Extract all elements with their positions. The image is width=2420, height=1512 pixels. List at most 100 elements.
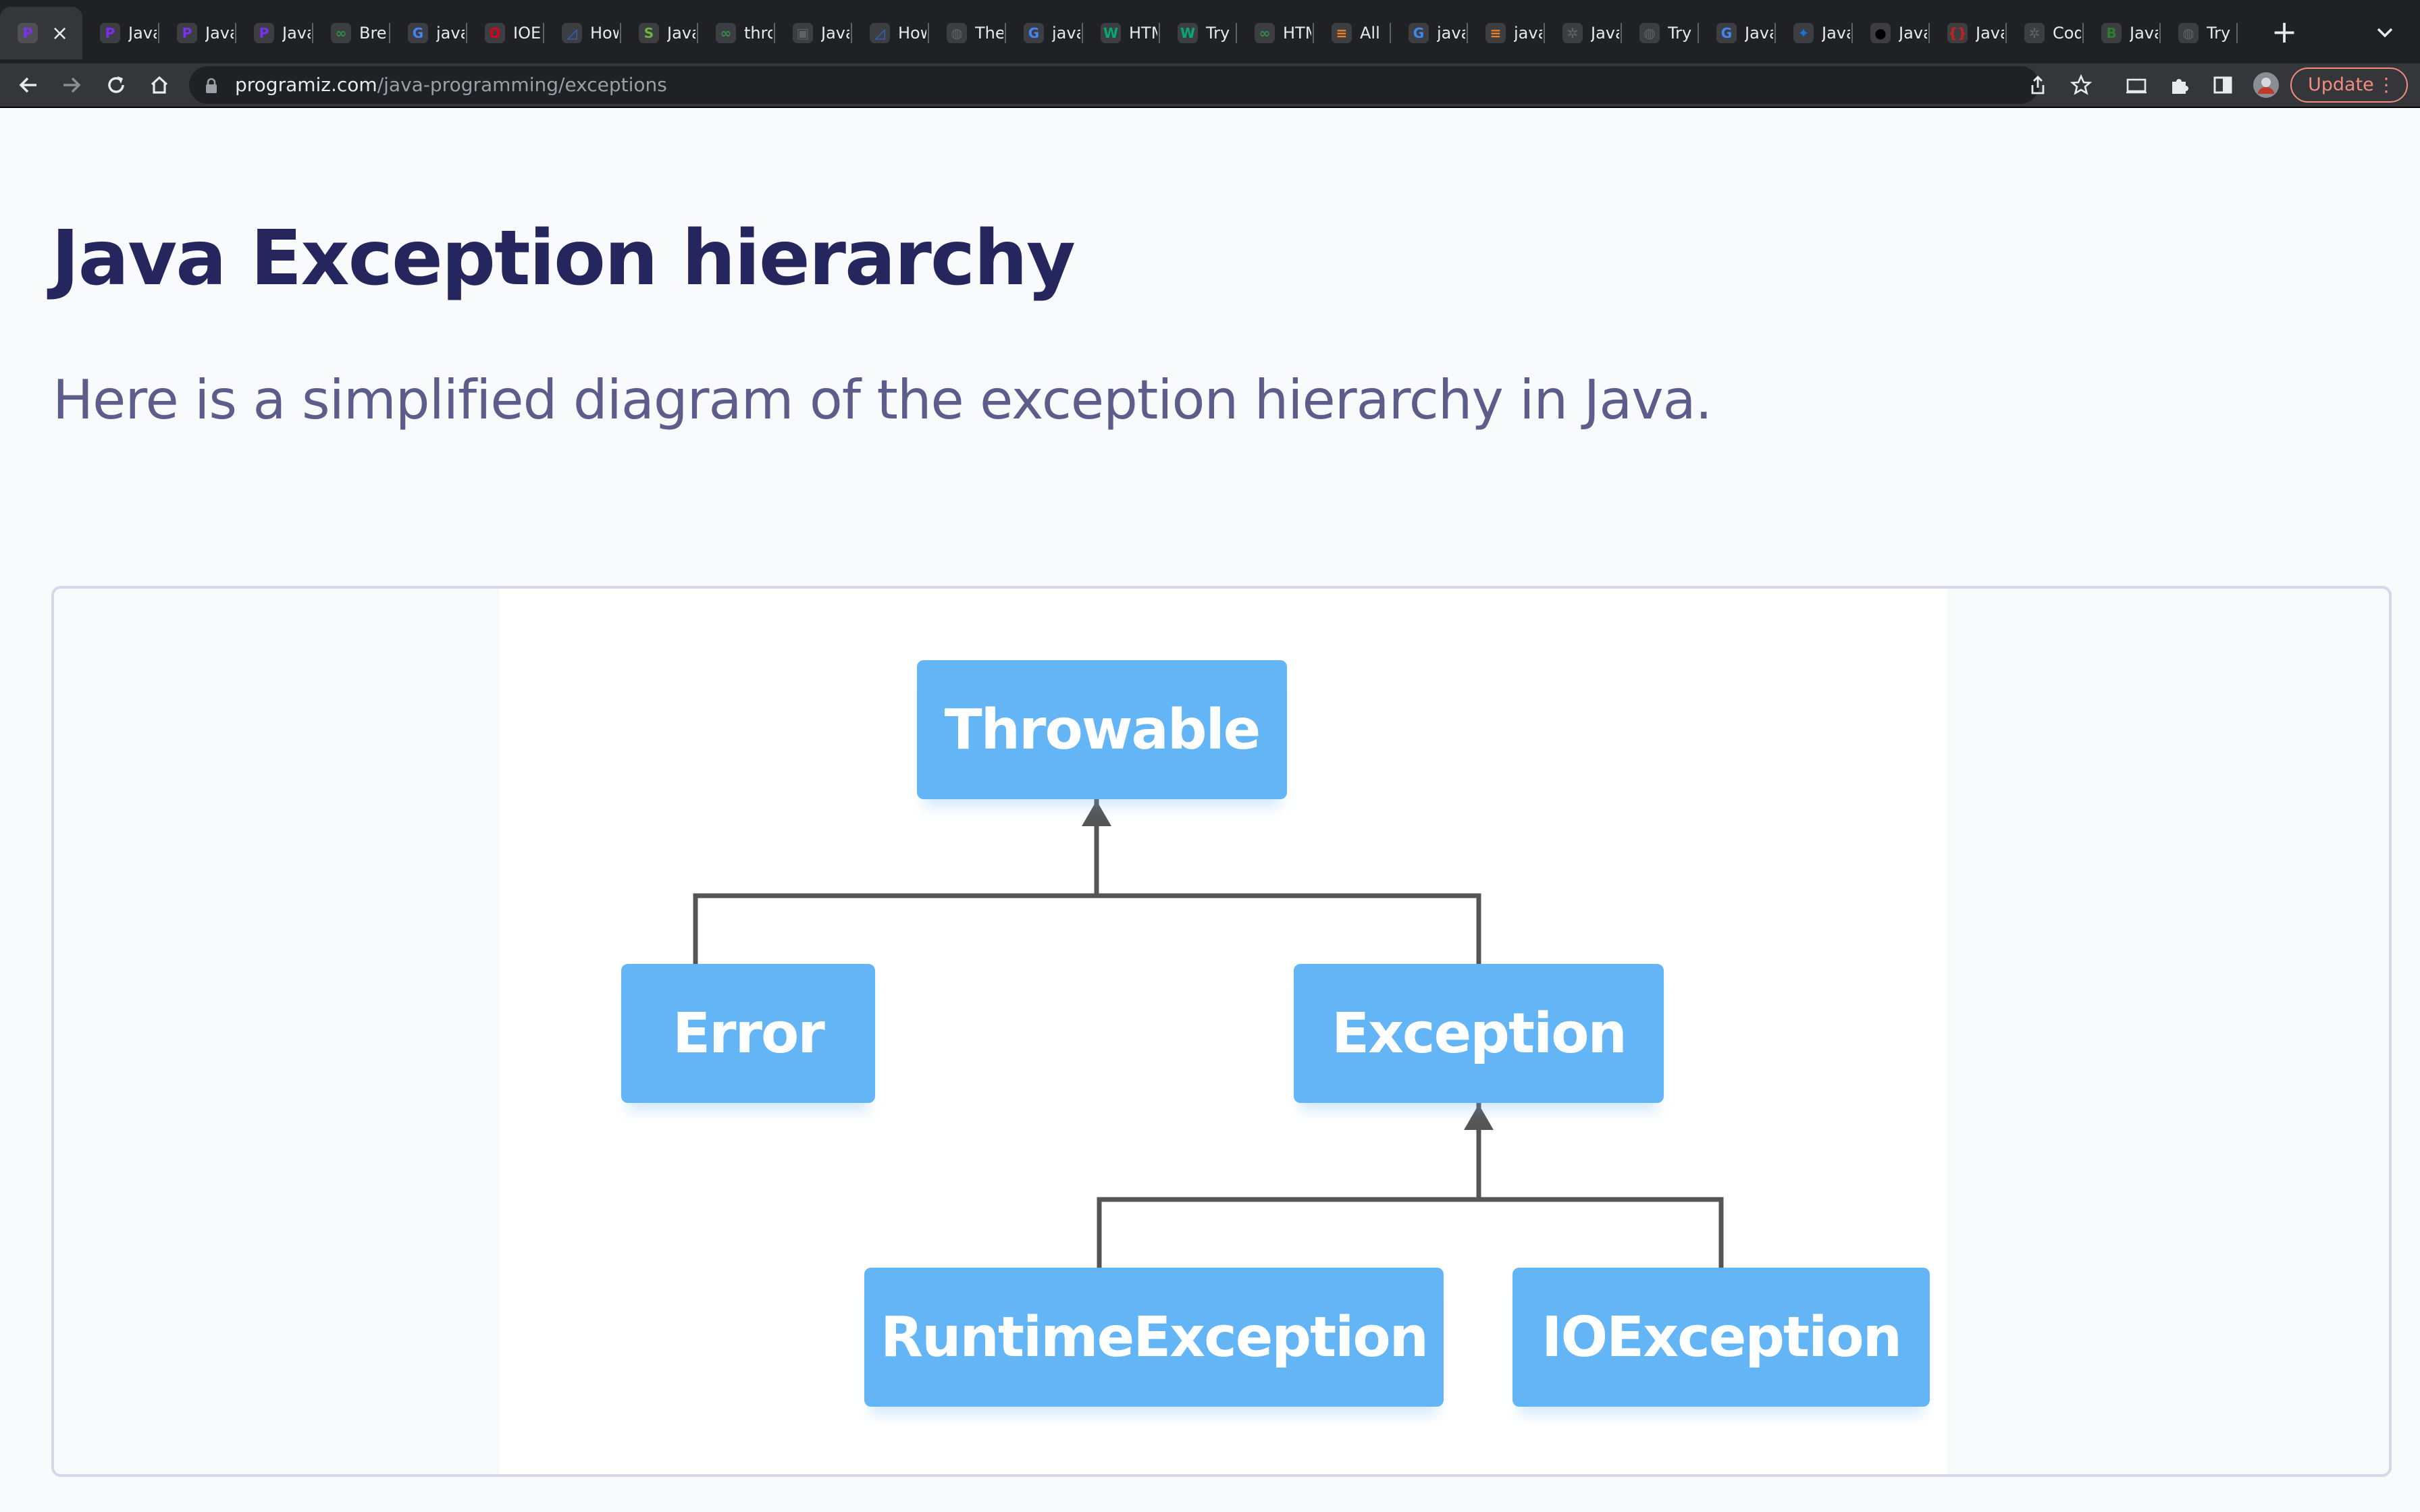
side-panel-button[interactable] <box>2209 72 2236 99</box>
b-icon: B <box>2101 23 2122 43</box>
tab-title: Java <box>128 24 157 43</box>
w3schools-icon: W <box>1101 23 1121 43</box>
javatpoint-icon: ◿ <box>562 23 582 43</box>
arrow-left-icon <box>19 77 36 93</box>
browser-tab[interactable]: Gjava <box>1391 7 1468 59</box>
tab-title: Try <box>1668 24 1692 43</box>
browser-tab[interactable]: PJava× <box>0 7 82 59</box>
new-tab-button[interactable]: + <box>2271 14 2298 50</box>
programiz-icon: P <box>254 23 274 43</box>
google-icon: G <box>1716 23 1737 43</box>
browser-tab[interactable]: G Java <box>1699 7 1776 59</box>
browser-tab[interactable]: {} Java <box>1930 7 2007 59</box>
browser-tab[interactable]: ▣Java <box>775 7 852 59</box>
browser-tab[interactable]: PJava <box>236 7 313 59</box>
tab-title: java <box>1052 24 1080 43</box>
tab-title: Java <box>1976 24 2004 43</box>
home-button[interactable] <box>143 69 176 101</box>
extensions-button[interactable] <box>2166 72 2193 99</box>
browser-tab[interactable]: ∞throw <box>698 7 775 59</box>
address-bar[interactable]: programiz.com/java-programming/exception… <box>189 66 2039 104</box>
browser-tab[interactable]: PJava <box>159 7 236 59</box>
arrow-right-icon <box>63 77 81 93</box>
tab-title: Try <box>2207 24 2231 43</box>
back-button[interactable] <box>12 69 45 101</box>
browser-tab[interactable]: P Java <box>82 7 159 59</box>
browser-tab[interactable]: BJava <box>2084 7 2161 59</box>
browser-tab[interactable]: ◍The <box>929 7 1006 59</box>
update-button[interactable]: Update ⋮ <box>2290 68 2408 103</box>
browser-tab[interactable]: Gjava <box>1006 7 1083 59</box>
gfg-icon: ∞ <box>716 23 736 43</box>
url-host: programiz.com <box>235 74 377 96</box>
browser-tab[interactable]: ∞Break <box>313 7 390 59</box>
diagram-connectors <box>693 798 1724 1270</box>
browser-tab[interactable]: ●Java <box>1853 7 1930 59</box>
programiz-icon: P <box>100 23 120 43</box>
globe-icon: ◍ <box>2178 23 2199 43</box>
diagram-figure: Throwable Error Exception RuntimeExcepti… <box>51 586 2392 1477</box>
bookmark-button[interactable] <box>2068 72 2095 99</box>
tab-title: java <box>1437 24 1465 43</box>
browser-tab[interactable]: ✲ Code <box>2007 7 2084 59</box>
javatpoint-icon: ◿ <box>870 23 890 43</box>
url-text[interactable]: programiz.com/java-programming/exception… <box>235 66 667 104</box>
bracket-icon: {} <box>1947 23 1968 43</box>
browser-tab[interactable]: ≡ All <box>1314 7 1391 59</box>
tab-title: Java <box>205 24 234 43</box>
github-icon: ● <box>1870 23 1891 43</box>
stackoverflow-icon: ≡ <box>1332 23 1352 43</box>
gfg-icon: ∞ <box>1255 23 1275 43</box>
close-tab-icon[interactable]: × <box>51 21 69 45</box>
cast-button[interactable] <box>2123 72 2150 99</box>
share-button[interactable] <box>2024 72 2051 99</box>
google-icon: G <box>408 23 428 43</box>
browser-tab[interactable]: S Java <box>621 7 698 59</box>
tab-title: Code <box>2053 24 2081 43</box>
browser-toolbar: programiz.com/java-programming/exception… <box>0 63 2420 108</box>
home-icon <box>151 76 168 94</box>
tab-search-button[interactable] <box>2371 19 2398 46</box>
browser-tab[interactable]: ✲Java <box>1545 7 1622 59</box>
browser-tab[interactable]: ✦Java <box>1776 7 1853 59</box>
node-error: Error <box>621 964 875 1103</box>
tab-title: The <box>975 24 1003 43</box>
edge-exception-children <box>1097 1102 1724 1270</box>
tab-title: HTML <box>1283 24 1311 43</box>
star-icon <box>2070 74 2093 95</box>
openai-icon: ✲ <box>2024 23 2045 43</box>
reload-icon <box>108 76 124 93</box>
w3schools-icon: W <box>1178 23 1198 43</box>
update-label: Update <box>2308 74 2374 95</box>
spring-icon: S <box>639 23 659 43</box>
arrowhead-exception <box>1464 1104 1494 1130</box>
tab-title: How <box>898 24 926 43</box>
node-throwable: Throwable <box>917 660 1287 799</box>
browser-tab[interactable]: ◿ How <box>852 7 929 59</box>
tab-title: Java <box>667 24 695 43</box>
tab-title: Java <box>1822 24 1850 43</box>
browser-tab[interactable]: ∞ HTML <box>1237 7 1314 59</box>
browser-tab[interactable]: ◍ Try <box>1622 7 1699 59</box>
browser-tab[interactable]: Gjava <box>390 7 467 59</box>
globe-icon: ◍ <box>1639 23 1660 43</box>
browser-tab[interactable]: ◿ How <box>544 7 621 59</box>
puzzle-icon <box>2172 79 2188 94</box>
tab-title: All <box>1360 24 1380 43</box>
tab-title: Break <box>359 24 388 43</box>
browser-tab[interactable]: ≡java <box>1468 7 1545 59</box>
tab-title: How <box>590 24 619 43</box>
reload-button[interactable] <box>100 69 132 101</box>
page-intro: Here is a simplified diagram of the exce… <box>53 369 1712 431</box>
chatgpt-icon: ✲ <box>1562 23 1583 43</box>
forward-button[interactable] <box>55 69 88 101</box>
browser-tab[interactable]: ◍ Try <box>2161 7 2238 59</box>
cast-icon <box>2126 78 2147 94</box>
profile-button[interactable] <box>2253 72 2280 99</box>
tab-title: Java <box>1745 24 1773 43</box>
tab-title: java <box>1514 24 1542 43</box>
tab-title: IOE <box>513 24 542 43</box>
browser-tab[interactable]: WHTML <box>1083 7 1160 59</box>
